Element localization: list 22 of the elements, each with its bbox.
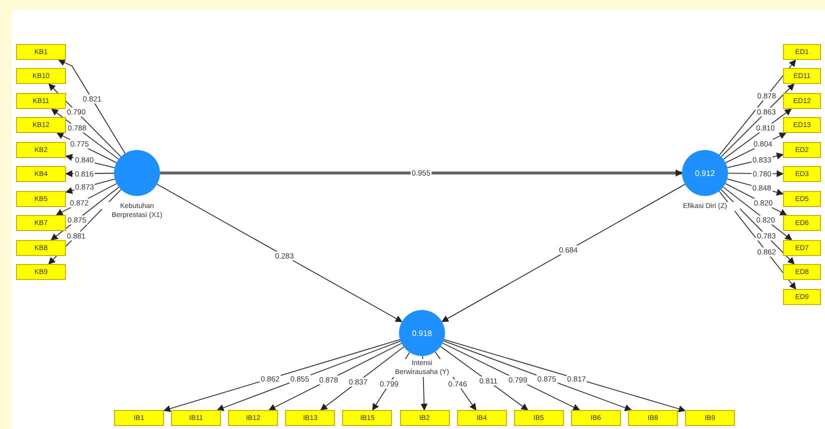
arrow — [720, 84, 794, 158]
arrow — [722, 186, 792, 240]
arrow — [320, 346, 404, 410]
arrow — [441, 184, 686, 322]
r-squared-value: 0.918 — [412, 328, 432, 338]
arrow — [443, 340, 632, 412]
arrow — [444, 339, 686, 412]
arrow — [442, 342, 580, 410]
arrow — [440, 346, 528, 410]
arrow — [51, 108, 120, 160]
arrow — [216, 340, 401, 412]
arrow — [723, 108, 792, 160]
arrow — [718, 59, 796, 156]
arrow — [56, 132, 117, 164]
r-squared-value: 0.912 — [694, 168, 716, 178]
arrow — [163, 339, 400, 412]
arrow — [156, 184, 403, 322]
arrow — [58, 59, 126, 154]
arrow — [56, 183, 118, 216]
arrow — [50, 186, 120, 240]
arrow — [268, 342, 402, 410]
arrow — [160, 170, 683, 176]
